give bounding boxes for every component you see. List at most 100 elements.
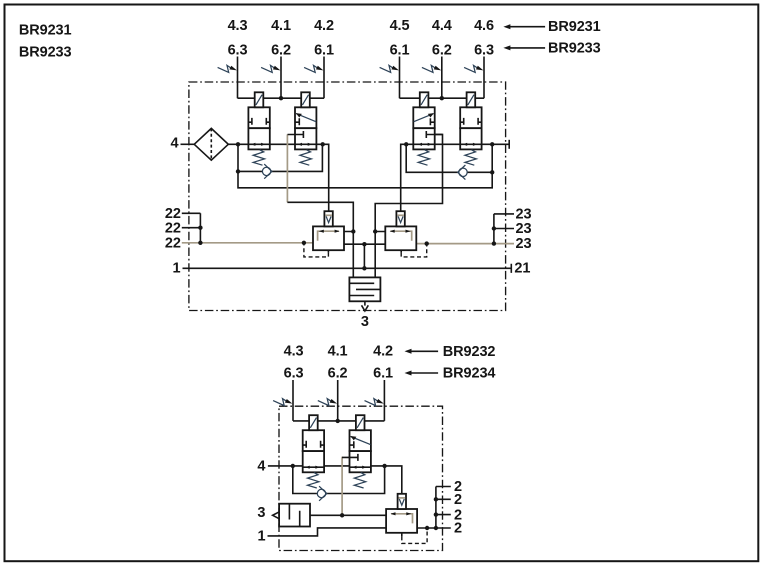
port-label: 3 bbox=[257, 505, 265, 521]
page-border bbox=[3, 3, 760, 563]
top-supply-port: 4 bbox=[171, 127, 230, 161]
port-label: 23 bbox=[516, 207, 532, 223]
port-label: 4.1 bbox=[271, 18, 291, 34]
top-ports-22: 22 22 22 bbox=[165, 206, 314, 251]
top-ref-arrows: BR9231 BR9233 bbox=[503, 19, 601, 57]
port-label: 6.1 bbox=[373, 365, 393, 381]
port-label: 6.1 bbox=[314, 42, 334, 58]
junction-dot bbox=[404, 142, 409, 147]
pipe-line bbox=[270, 511, 280, 520]
junction-dot bbox=[235, 169, 241, 174]
junction-dot bbox=[382, 463, 387, 469]
junction-dot bbox=[491, 241, 497, 246]
pipe-line bbox=[182, 263, 513, 273]
relay-pilot-icon bbox=[396, 492, 407, 510]
top-left-id-2: BR9233 bbox=[19, 45, 72, 61]
port-label: 3 bbox=[361, 314, 369, 330]
junction-dot bbox=[335, 418, 340, 424]
port-label: 2 bbox=[454, 521, 462, 537]
relay-valve-1 bbox=[303, 210, 345, 258]
top-left-id-1: BR9231 bbox=[19, 23, 72, 39]
junction-dot bbox=[490, 142, 495, 147]
bottom-silencer: 3 bbox=[257, 502, 387, 528]
arrowhead-icon bbox=[404, 370, 412, 376]
relay-pilot-icon bbox=[395, 210, 406, 228]
junction-dot bbox=[491, 226, 497, 231]
junction-dot bbox=[301, 240, 307, 245]
pipe-line bbox=[288, 503, 301, 527]
top-silencer: 3 bbox=[348, 276, 382, 330]
junction-dot bbox=[235, 142, 241, 147]
solenoid-icon bbox=[418, 91, 430, 109]
bottom-circuit: 4.3 4.1 4.2 6.3 6.2 6.1 BR9232 BR9234 bbox=[257, 343, 496, 552]
junction-dot bbox=[439, 96, 444, 101]
port-label: 6.3 bbox=[228, 42, 248, 58]
pipe-line bbox=[303, 243, 330, 258]
bottom-row6-labels: 6.3 6.2 6.1 bbox=[284, 365, 393, 381]
port-label: 6.3 bbox=[284, 365, 304, 381]
port-label: 4.3 bbox=[284, 343, 304, 359]
junction-dot bbox=[198, 240, 203, 245]
port-label: 4 bbox=[171, 136, 179, 152]
junction-dot bbox=[424, 241, 429, 246]
solenoid-icon bbox=[465, 91, 477, 109]
port-label: 4.1 bbox=[328, 343, 348, 359]
arrowhead-icon bbox=[404, 348, 412, 354]
port-label: 22 bbox=[165, 206, 181, 222]
symbol bbox=[459, 106, 483, 151]
junction-dot bbox=[278, 96, 284, 101]
port-label: 4.4 bbox=[432, 18, 452, 34]
top-row4-labels: 4.3 4.1 4.2 4.5 4.4 4.6 bbox=[228, 18, 494, 34]
port-label: 23 bbox=[516, 236, 532, 252]
pipe-line bbox=[236, 56, 485, 99]
solenoid-icon bbox=[354, 414, 366, 432]
bottom-supply-1: 1 bbox=[258, 527, 387, 545]
top-supply-1-21: 1 21 bbox=[173, 261, 531, 277]
top-right-id-1: BR9231 bbox=[548, 19, 601, 35]
port-label: 23 bbox=[516, 221, 532, 237]
junction-dot bbox=[433, 525, 439, 531]
solenoid-icon bbox=[253, 91, 265, 109]
pipe-line bbox=[400, 243, 428, 258]
port-label: 4 bbox=[257, 458, 265, 474]
bottom-right-id-1: BR9232 bbox=[443, 344, 496, 360]
port-label: 21 bbox=[514, 261, 530, 277]
symbol bbox=[384, 225, 418, 252]
pipe-line bbox=[401, 528, 428, 545]
port-label: 6.2 bbox=[271, 42, 291, 58]
junction-dot bbox=[490, 170, 495, 175]
pipe-line bbox=[292, 380, 386, 421]
port-label: 4.5 bbox=[390, 18, 410, 34]
port-label: 2 bbox=[454, 492, 462, 508]
port-label: 4.6 bbox=[474, 18, 494, 34]
top-row6-labels: 6.3 6.2 6.1 6.1 6.2 6.3 bbox=[228, 42, 494, 58]
top-right-id-2: BR9233 bbox=[548, 41, 601, 57]
solenoid-icon bbox=[308, 414, 319, 432]
top-distribution bbox=[235, 142, 495, 189]
symbol bbox=[247, 106, 271, 151]
pipe-line bbox=[237, 144, 493, 189]
port-label: 1 bbox=[173, 261, 181, 277]
port-label: 4.2 bbox=[373, 343, 393, 359]
junction-dot bbox=[198, 225, 203, 230]
bottom-right-id-2: BR9234 bbox=[443, 366, 496, 382]
port-label: 6.1 bbox=[390, 42, 410, 58]
relay-pilot-icon bbox=[323, 210, 334, 228]
pipe-line bbox=[267, 527, 387, 537]
pipe-line bbox=[349, 282, 381, 297]
symbol bbox=[301, 429, 326, 474]
port-label: 6.2 bbox=[432, 42, 452, 58]
bottom-ports-2: 2 2 2 2 bbox=[417, 479, 462, 537]
port-label: 22 bbox=[165, 220, 181, 236]
symbol bbox=[385, 508, 419, 534]
pipe-line bbox=[360, 304, 369, 313]
pipe-line bbox=[435, 485, 451, 528]
symbol bbox=[312, 225, 345, 252]
pipe-line bbox=[292, 465, 386, 495]
top-enclosure bbox=[188, 81, 507, 312]
bottom-check-loop bbox=[292, 465, 386, 502]
port-label: 6.2 bbox=[328, 365, 348, 381]
port-label: 4.3 bbox=[228, 18, 248, 34]
junction-dot bbox=[433, 512, 439, 517]
